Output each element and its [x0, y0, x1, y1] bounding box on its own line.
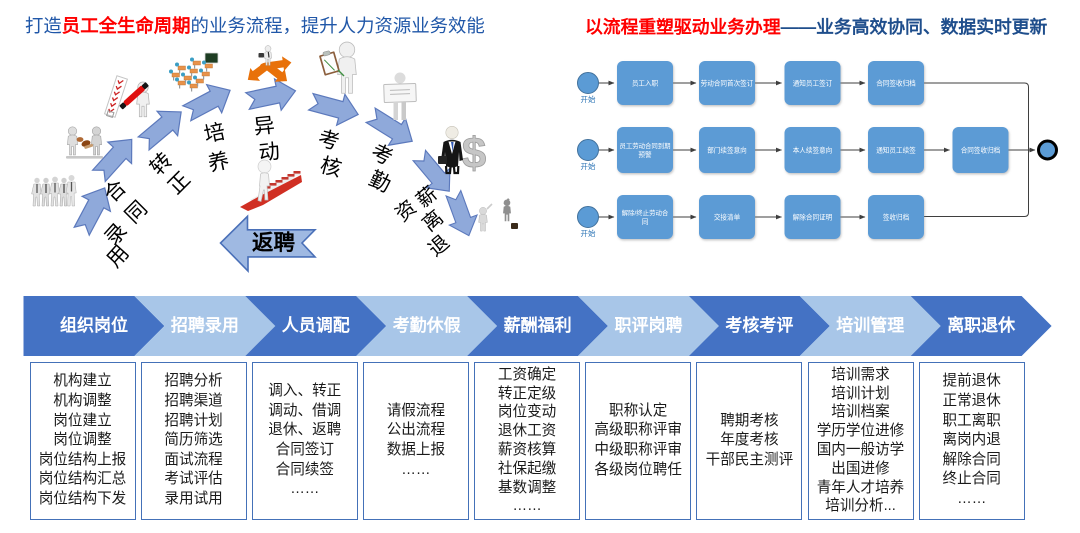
svg-text:劳动合同首次签订: 劳动合同首次签订 [701, 79, 754, 88]
svg-text:同: 同 [642, 218, 649, 226]
svg-text:薪酬福利: 薪酬福利 [504, 315, 572, 335]
svg-text:本人续签意向: 本人续签意向 [793, 146, 833, 155]
svg-text:解除合同证明: 解除合同证明 [793, 213, 833, 222]
svg-text:异: 异 [253, 114, 276, 139]
svg-text:离: 离 [418, 206, 448, 236]
svg-text:培训管理: 培训管理 [836, 315, 904, 335]
svg-text:人员调配: 人员调配 [282, 316, 350, 335]
svg-text:养: 养 [206, 149, 231, 176]
svg-text:通知员工签订: 通知员工签订 [793, 79, 833, 88]
svg-text:同: 同 [121, 197, 152, 228]
svg-text:通知员工续签: 通知员工续签 [876, 146, 916, 155]
svg-text:交接清单: 交接清单 [714, 213, 741, 222]
svg-text:开始: 开始 [581, 228, 596, 238]
svg-text:考核考评: 考核考评 [724, 315, 793, 335]
svg-text:$: $ [462, 129, 486, 178]
svg-text:返聘: 返聘 [252, 231, 296, 255]
svg-text:部门续签意向: 部门续签意向 [707, 146, 747, 155]
svg-text:签收归档: 签收归档 [883, 213, 910, 222]
svg-text:考勤休假: 考勤休假 [392, 315, 461, 335]
svg-text:职评岗聘: 职评岗聘 [615, 315, 683, 335]
svg-text:退: 退 [424, 231, 454, 261]
svg-text:解除/终止劳动合: 解除/终止劳动合 [622, 208, 669, 217]
svg-text:考: 考 [316, 127, 342, 155]
svg-text:合同签收归档: 合同签收归档 [876, 79, 916, 88]
svg-text:离职退休: 离职退休 [947, 315, 1016, 335]
svg-text:预警: 预警 [638, 150, 652, 159]
svg-text:招聘录用: 招聘录用 [171, 315, 239, 335]
svg-text:组织岗位: 组织岗位 [60, 315, 128, 335]
svg-text:员工入职: 员工入职 [632, 80, 659, 88]
svg-text:用: 用 [103, 241, 134, 272]
svg-text:员工劳动合同到期: 员工劳动合同到期 [619, 141, 670, 150]
svg-text:合同签收归档: 合同签收归档 [961, 146, 1001, 155]
svg-text:核: 核 [318, 154, 344, 182]
svg-text:培: 培 [202, 120, 227, 147]
svg-text:动: 动 [258, 140, 281, 165]
svg-text:勤: 勤 [365, 167, 394, 197]
svg-text:开始: 开始 [581, 161, 596, 171]
svg-text:开始: 开始 [581, 94, 596, 104]
